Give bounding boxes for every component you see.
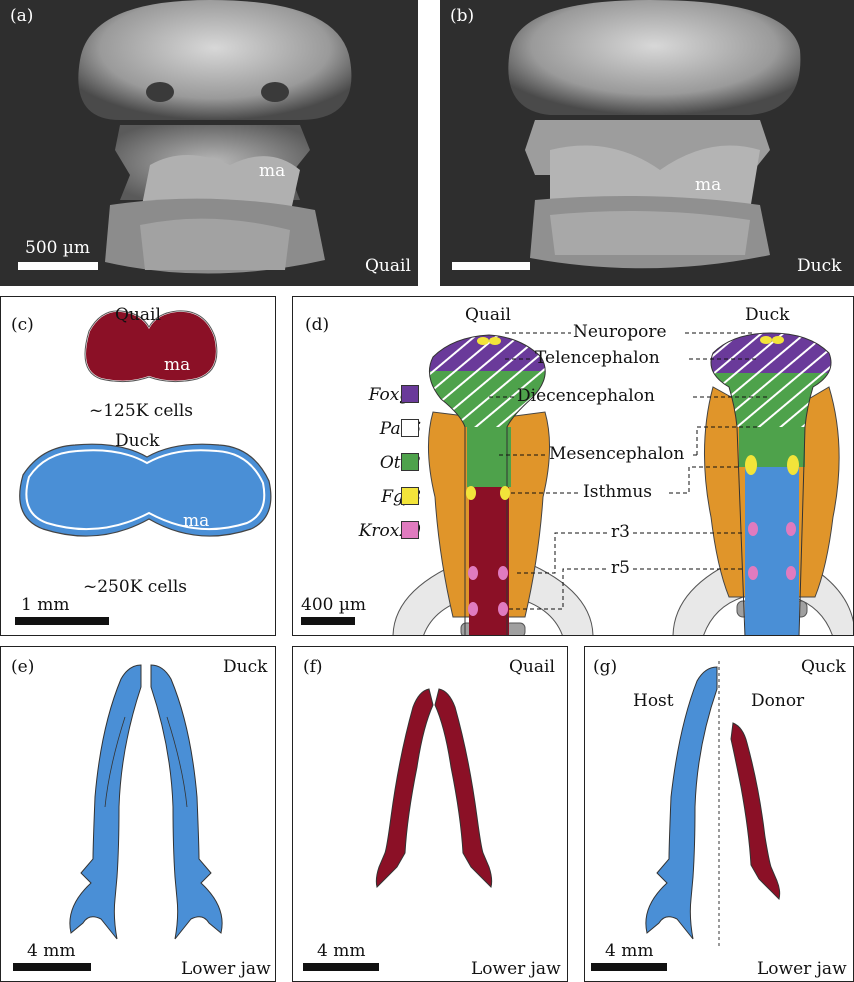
duck-ma-label: ma — [183, 513, 209, 530]
scale-bar — [15, 617, 109, 625]
host-label: Host — [633, 693, 674, 710]
mandibular-arch-label: ma — [695, 177, 721, 194]
scale-bar — [13, 963, 91, 971]
panel-letter: (b) — [450, 8, 474, 25]
donor-label: Donor — [751, 693, 804, 710]
legend-item-pax6: Pax6 — [329, 417, 459, 441]
species-label: Quail — [365, 258, 411, 275]
duck-lower-jaw — [1, 647, 276, 982]
panel-letter: (d) — [305, 317, 329, 334]
panel-e-duck-jaw: (e) Duck 4 mm Lower jaw — [0, 646, 276, 982]
legend-item-krox20: Krox20 — [329, 519, 459, 543]
legend-item-fgf8: Fgf8 — [329, 485, 459, 509]
quail-title: Quail — [115, 307, 161, 324]
scale-bar-label: 500 µm — [25, 240, 90, 257]
caption-label: Lower jaw — [471, 961, 561, 978]
panel-b-duck-sem: (b) ma Duck — [440, 0, 854, 286]
legend-swatch — [401, 453, 419, 471]
duck-title: Duck — [115, 433, 159, 450]
panel-c-arch-size: (c) Quail ma ~125K cells Duck ma ~250K c… — [0, 296, 276, 636]
legend-swatch — [401, 521, 419, 539]
region-label-telencephalon: Telencephalon — [535, 350, 660, 367]
duck-embryo-sem-image — [440, 0, 854, 286]
scale-bar — [303, 963, 379, 971]
region-label-neuropore: Neuropore — [573, 324, 667, 341]
scale-bar — [452, 262, 530, 270]
species-label: Duck — [797, 258, 841, 275]
duck-title: Duck — [745, 307, 789, 324]
species-label: Duck — [223, 659, 267, 676]
scale-bar-label: 4 mm — [27, 943, 75, 960]
scale-bar — [591, 963, 667, 971]
region-label-diencephalon: Diecencephalon — [517, 388, 655, 405]
quail-title: Quail — [465, 307, 511, 324]
chimera-lower-jaw — [585, 647, 854, 982]
duck-cell-count: ~250K cells — [83, 579, 187, 596]
scale-bar-label: 4 mm — [317, 943, 365, 960]
legend-swatch — [401, 385, 419, 403]
scale-bar-label: 1 mm — [21, 597, 69, 614]
quail-lower-jaw — [293, 647, 568, 982]
panel-letter: (e) — [11, 659, 34, 676]
panel-f-quail-jaw: (f) Quail 4 mm Lower jaw — [292, 646, 568, 982]
scale-bar — [18, 262, 98, 270]
region-label-isthmus: Isthmus — [583, 484, 652, 501]
legend-swatch — [401, 487, 419, 505]
scale-bar-label: 400 µm — [301, 597, 366, 614]
panel-letter: (a) — [10, 8, 33, 25]
scale-bar — [301, 617, 355, 625]
species-label: Quail — [509, 659, 555, 676]
legend-item-otx2: Otx2 — [329, 451, 459, 475]
panel-letter: (c) — [11, 317, 34, 334]
caption-label: Lower jaw — [757, 961, 847, 978]
caption-label: Lower jaw — [181, 961, 271, 978]
species-label: Quck — [801, 659, 846, 676]
legend-swatch — [401, 419, 419, 437]
quail-ma-label: ma — [164, 357, 190, 374]
scale-bar-label: 4 mm — [605, 943, 653, 960]
region-label-r3: r3 — [611, 524, 630, 541]
panel-letter: (g) — [593, 659, 617, 676]
mandibular-arch-label: ma — [259, 163, 285, 180]
panel-g-quck-jaw: (g) Quck Host Donor 4 mm Lower jaw — [584, 646, 854, 982]
region-label-r5: r5 — [611, 560, 630, 577]
panel-a-quail-sem: (a) ma Quail 500 µm — [0, 0, 418, 286]
region-label-mesencephalon: Mesencephalon — [549, 446, 684, 463]
panel-letter: (f) — [303, 659, 323, 676]
quail-cell-count: ~125K cells — [89, 403, 193, 420]
panel-d-gene-expression: (d) Quail Duck Foxg1 Pax6 Otx2 Fgf8 Krox… — [292, 296, 854, 636]
legend-item-foxg1: Foxg1 — [329, 383, 459, 407]
